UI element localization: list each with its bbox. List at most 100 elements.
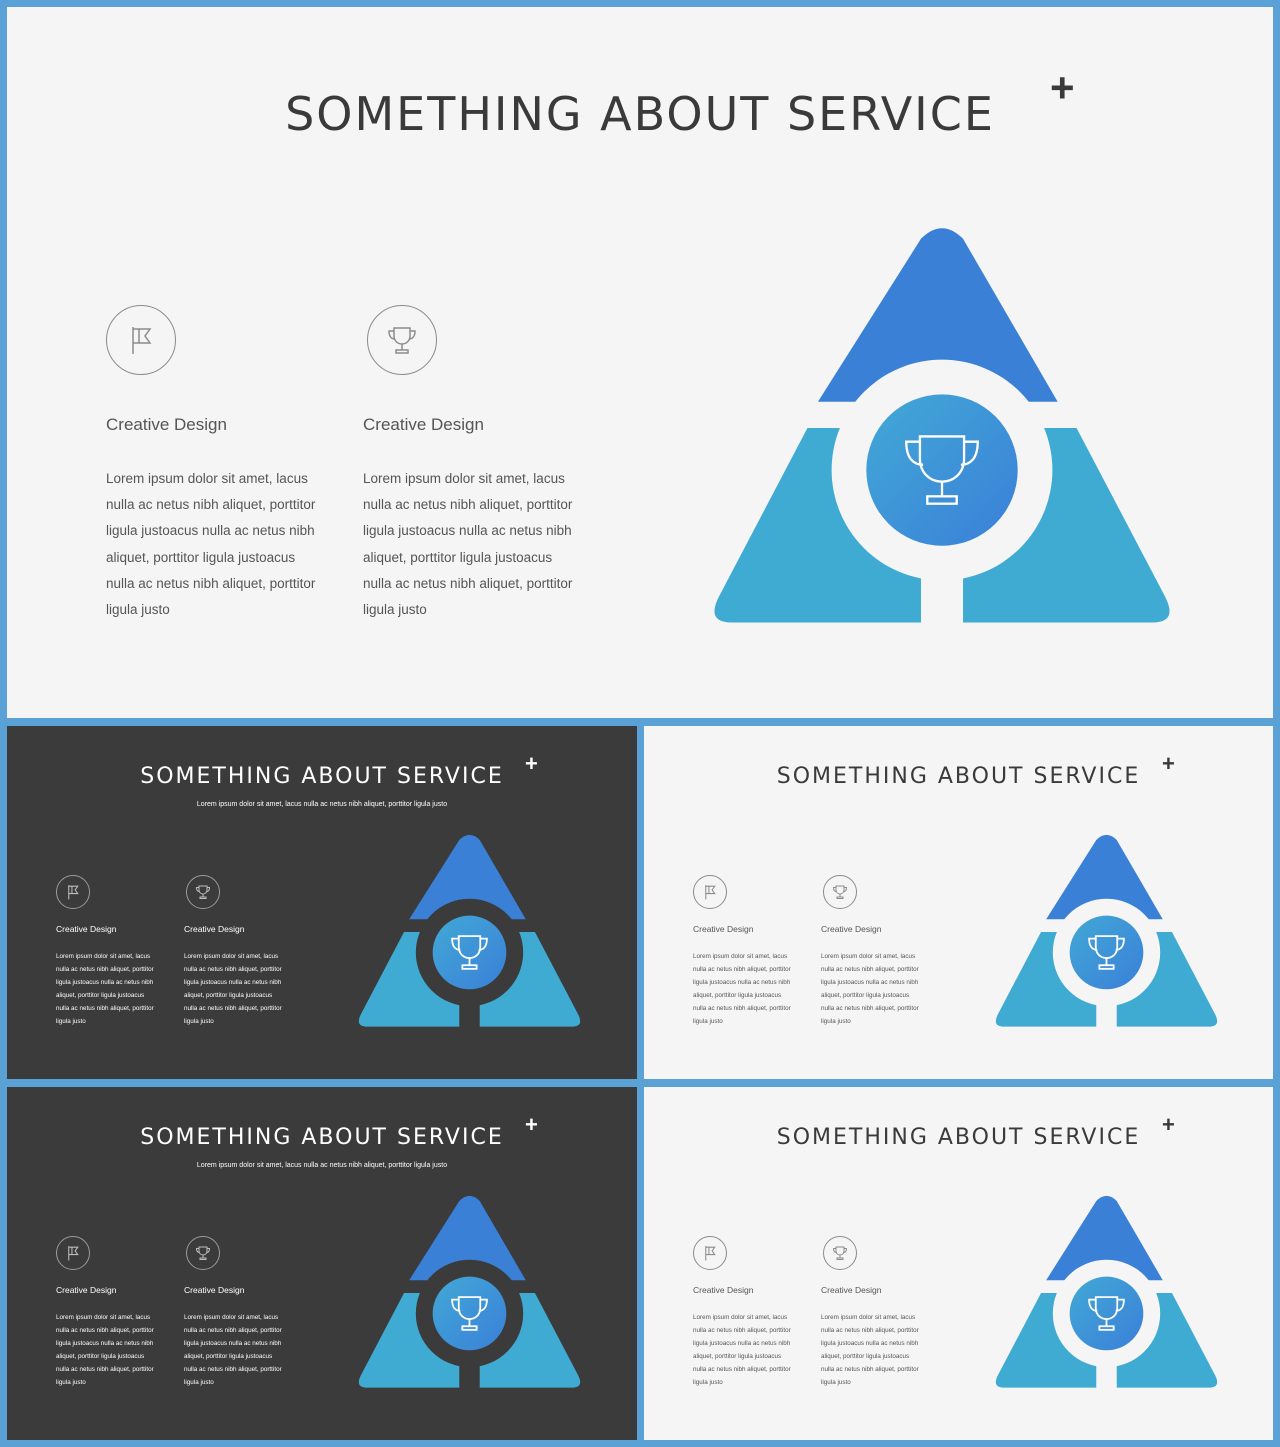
column-heading: Creative Design [821, 1285, 882, 1295]
body-line: ligula justoacus nulla ac netus nibh [184, 1340, 282, 1347]
center-circle [1069, 915, 1144, 990]
flag-icon [56, 1236, 90, 1270]
column-body: Lorem ipsum dolor sit amet, lacus nulla … [184, 1311, 282, 1389]
triangle-top-segment [817, 228, 1058, 402]
center-circle [1069, 1276, 1144, 1351]
column-body: Lorem ipsum dolor sit amet, lacus nulla … [693, 1311, 791, 1389]
body-line: ligula justoacus nulla ac netus nibh [56, 979, 154, 986]
body-line: Lorem ipsum dolor sit amet, lacus [821, 953, 916, 960]
body-line: Lorem ipsum dolor sit amet, lacus [56, 1314, 151, 1321]
slide-title: SOMETHING ABOUT SERVICE [285, 87, 995, 141]
trophy-icon [186, 875, 220, 909]
body-line: nulla ac netus nibh aliquet, porttitor [56, 1366, 154, 1373]
column-heading: Creative Design [821, 924, 882, 934]
body-line: nulla ac netus nibh aliquet, porttitor [184, 1366, 282, 1373]
column-body: Lorem ipsum dolor sit amet, lacus nulla … [363, 466, 572, 623]
triangle-top-segment [1046, 1195, 1163, 1281]
body-line: ligula justoacus nulla ac netus nibh [821, 1340, 919, 1347]
service-triangle-diagram [714, 228, 1170, 633]
body-line: nulla ac netus nibh aliquet, porttitor [693, 1327, 791, 1334]
body-line: Lorem ipsum dolor sit amet, lacus [56, 953, 151, 960]
service-column-1: Creative Design Lorem ipsum dolor sit am… [106, 305, 346, 635]
body-line: nulla ac netus nibh aliquet, porttitor [821, 1366, 919, 1373]
column-heading: Creative Design [56, 1285, 117, 1295]
body-line: Lorem ipsum dolor sit amet, lacus [106, 471, 308, 486]
body-line: nulla ac netus nibh aliquet, porttitor [184, 1327, 282, 1334]
trophy-icon [1088, 935, 1125, 970]
body-line: nulla ac netus nibh aliquet, porttitor [56, 1005, 154, 1012]
plus-icon: + [1162, 1112, 1175, 1137]
column-body: Lorem ipsum dolor sit amet, lacus nulla … [821, 950, 919, 1028]
body-line: aliquet, porttitor ligula justoacus [821, 992, 910, 999]
trophy-icon [451, 935, 488, 970]
body-line: aliquet, porttitor ligula justoacus [106, 549, 296, 565]
body-line: ligula justoacus nulla ac netus nibh [363, 523, 572, 539]
body-line: ligula justoacus nulla ac netus nibh [56, 1340, 154, 1347]
flag-icon [106, 305, 176, 375]
flag-icon [693, 875, 727, 909]
service-triangle-diagram [358, 834, 581, 1032]
body-line: nulla ac netus nibh aliquet, porttitor [363, 497, 573, 513]
column-body: Lorem ipsum dolor sit amet, lacus nulla … [693, 950, 791, 1028]
triangle-top-segment [1046, 834, 1163, 920]
trophy-icon [823, 1236, 857, 1270]
column-heading: Creative Design [693, 924, 754, 934]
body-line: nulla ac netus nibh aliquet, porttitor [184, 1005, 282, 1012]
body-line: aliquet, porttitor ligula justoacus [693, 1353, 782, 1360]
body-line: ligula justo [56, 1018, 86, 1025]
service-triangle-diagram [995, 1195, 1218, 1393]
body-line: ligula justo [821, 1379, 851, 1386]
column-body: Lorem ipsum dolor sit amet, lacus nulla … [821, 1311, 919, 1389]
triangle-top-segment [409, 1195, 526, 1281]
service-triangle-diagram [995, 834, 1218, 1032]
service-column-2: Creative Design Lorem ipsum dolor sit am… [184, 875, 309, 1035]
body-line: ligula justoacus nulla ac netus nibh [693, 1340, 791, 1347]
slide-title: SOMETHING ABOUT SERVICE [776, 1125, 1141, 1150]
body-line: aliquet, porttitor ligula justoacus [56, 1353, 145, 1360]
main-slide[interactable]: SOMETHING ABOUT SERVICE + Creative Desig… [7, 7, 1273, 718]
body-line: nulla ac netus nibh aliquet, porttitor [693, 966, 791, 973]
trophy-icon [823, 875, 857, 909]
column-heading: Creative Design [184, 924, 245, 934]
slide-thumbnail-1[interactable]: SOMETHING ABOUT SERVICE Lorem ipsum dolo… [7, 726, 637, 1079]
trophy-icon [905, 435, 979, 505]
body-line: aliquet, porttitor ligula justoacus [56, 992, 145, 999]
body-line: Lorem ipsum dolor sit amet, lacus [184, 953, 279, 960]
body-line: nulla ac netus nibh aliquet, porttitor [56, 966, 154, 973]
service-column-1: Creative Design Lorem ipsum dolor sit am… [693, 875, 818, 1035]
service-triangle-diagram [358, 1195, 581, 1393]
slide-subtitle: Lorem ipsum dolor sit amet, lacus nulla … [196, 1162, 448, 1169]
slide-thumbnail-3[interactable]: SOMETHING ABOUT SERVICE Lorem ipsum dolo… [7, 1087, 637, 1440]
slide-title: SOMETHING ABOUT SERVICE [776, 764, 1141, 789]
body-line: ligula justo [56, 1379, 86, 1386]
slide-subtitle: Lorem ipsum dolor sit amet, lacus nulla … [196, 801, 448, 808]
flag-icon [56, 875, 90, 909]
slide-thumbnail-2[interactable]: SOMETHING ABOUT SERVICE + Creative Desig… [644, 726, 1273, 1079]
body-line: Lorem ipsum dolor sit amet, lacus [821, 1314, 916, 1321]
body-line: nulla ac netus nibh aliquet, porttitor [821, 966, 919, 973]
slide-thumbnail-4[interactable]: SOMETHING ABOUT SERVICE + Creative Desig… [644, 1087, 1273, 1440]
body-line: nulla ac netus nibh aliquet, porttitor [56, 1327, 154, 1334]
plus-icon: + [1050, 64, 1075, 111]
body-line: ligula justo [693, 1018, 723, 1025]
column-body: Lorem ipsum dolor sit amet, lacus nulla … [184, 950, 282, 1028]
column-heading: Creative Design [106, 415, 227, 434]
body-line: ligula justo [821, 1018, 851, 1025]
body-line: nulla ac netus nibh aliquet, porttitor [184, 966, 282, 973]
plus-icon: + [525, 751, 538, 776]
service-column-1: Creative Design Lorem ipsum dolor sit am… [56, 1236, 181, 1396]
body-line: ligula justo [184, 1018, 214, 1025]
body-line: Lorem ipsum dolor sit amet, lacus [363, 471, 565, 486]
service-column-2: Creative Design Lorem ipsum dolor sit am… [184, 1236, 309, 1396]
column-body: Lorem ipsum dolor sit amet, lacus nulla … [56, 950, 154, 1028]
column-body: Lorem ipsum dolor sit amet, lacus nulla … [56, 1311, 154, 1389]
column-heading: Creative Design [56, 924, 117, 934]
body-line: nulla ac netus nibh aliquet, porttitor [106, 575, 316, 591]
center-circle [432, 1276, 507, 1351]
body-line: ligula justo [106, 602, 170, 618]
body-line: Lorem ipsum dolor sit amet, lacus [184, 1314, 279, 1321]
column-body: Lorem ipsum dolor sit amet, lacus nulla … [106, 466, 315, 623]
body-line: Lorem ipsum dolor sit amet, lacus [693, 953, 788, 960]
center-circle [432, 915, 507, 990]
trophy-icon [367, 305, 437, 375]
